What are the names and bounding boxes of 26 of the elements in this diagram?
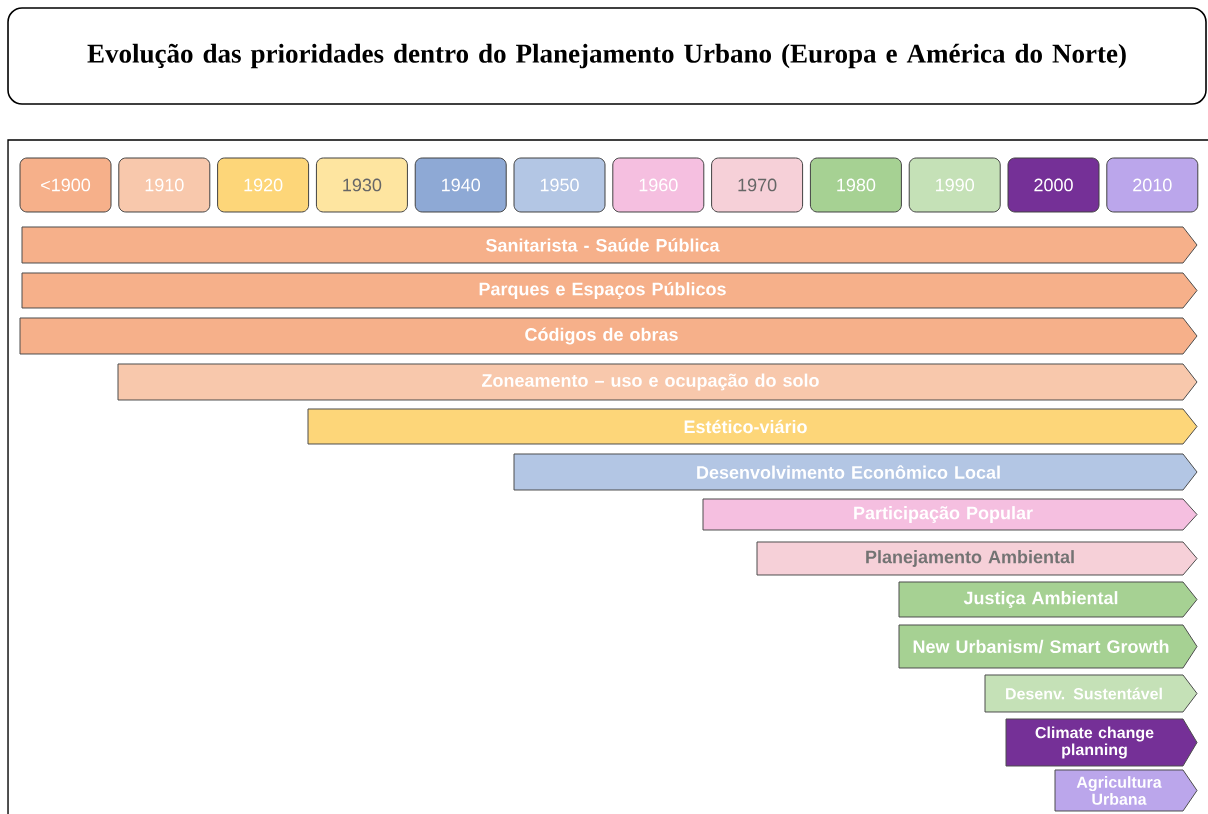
priority-band: Desenv. Sustentável: [984, 674, 1198, 713]
priority-band: Justiça Ambiental: [898, 581, 1198, 618]
year-box: 2010: [1106, 157, 1199, 213]
priority-band: Climate change planning: [1005, 718, 1198, 767]
title: Evolução das prioridades dentro do Planejamento Urbano (Europa e América do Norte): [87, 43, 1126, 69]
priority-band: Estético-viário: [307, 408, 1198, 445]
year-box: 1910: [118, 157, 211, 213]
priority-band: Agricultura Urbana: [1054, 769, 1198, 812]
year-box: 1990: [908, 157, 1001, 213]
year-box: 1970: [711, 157, 804, 213]
priority-band: Sanitarista - Saúde Pública: [21, 226, 1198, 264]
year-box: 2000: [1007, 157, 1100, 213]
priority-band: Parques e Espaços Públicos: [21, 272, 1198, 309]
priority-band: Códigos de obras: [19, 317, 1198, 355]
priority-band: Participação Popular: [702, 498, 1198, 531]
priority-band: Desenvolvimento Econômico Local: [513, 453, 1198, 491]
priority-band: Planejamento Ambiental: [756, 541, 1198, 576]
priority-band: New Urbanism/ Smart Growth: [898, 624, 1198, 669]
year-box: 1960: [612, 157, 705, 213]
year-box: 1930: [315, 157, 408, 213]
year-box: 1950: [513, 157, 606, 213]
year-box: 1940: [414, 157, 507, 213]
year-box: <1900: [19, 157, 112, 213]
year-box: 1920: [217, 157, 310, 213]
priority-band: Zoneamento – uso e ocupação do solo: [117, 363, 1198, 401]
year-box: 1980: [809, 157, 902, 213]
